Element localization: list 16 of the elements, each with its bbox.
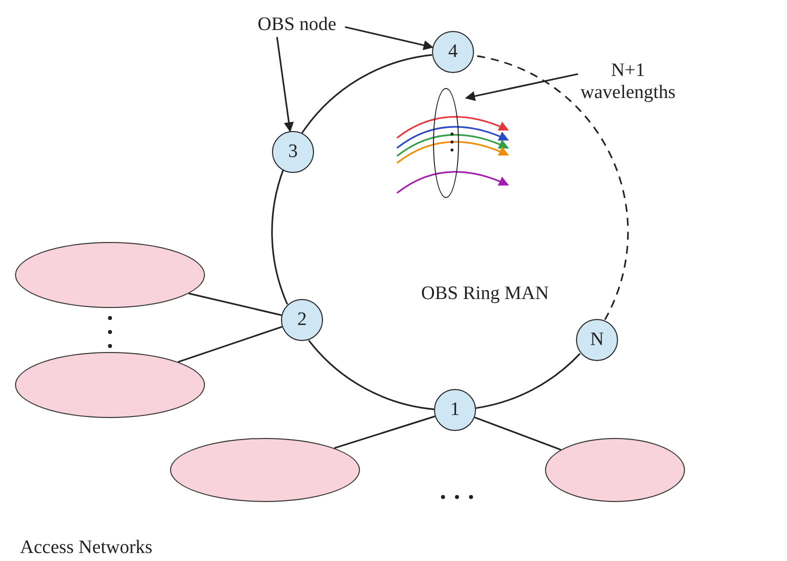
wavelength-oval (433, 88, 459, 198)
connector-line (476, 352, 581, 409)
ring-label: OBS Ring MAN (420, 282, 550, 306)
connector-line (334, 416, 436, 449)
annotation-text: OBS node (258, 14, 336, 36)
connector-line (271, 170, 288, 305)
connector-line (178, 326, 282, 363)
connector-line (474, 416, 562, 450)
annotation-text: N+1 wavelengths (580, 60, 676, 104)
arrow (344, 26, 434, 50)
connector-line (188, 292, 282, 316)
caption-label: Access Networks (20, 536, 154, 560)
arrow (276, 36, 294, 132)
arrow (465, 73, 578, 101)
connector-line (308, 340, 434, 410)
connector-line (301, 54, 432, 134)
